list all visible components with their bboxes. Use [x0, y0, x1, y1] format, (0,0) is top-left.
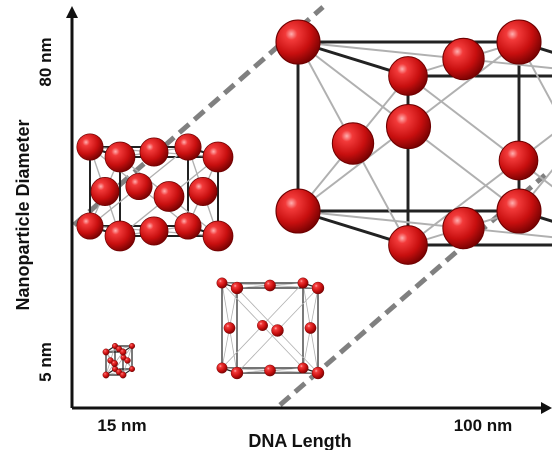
nanoparticle-sphere — [102, 348, 110, 356]
nanoparticle-sphere — [102, 371, 110, 379]
nanoparticle-sphere — [388, 56, 428, 96]
x-axis-label: DNA Length — [248, 431, 351, 450]
nanoparticle-sphere — [104, 220, 136, 252]
nanoparticle-sphere — [90, 177, 120, 206]
lattice-diagonal — [518, 41, 552, 105]
nanoparticle-sphere — [76, 133, 104, 161]
nanoparticle-sphere — [311, 281, 325, 295]
nanoparticle-sphere — [496, 19, 542, 65]
nanoparticle-sphere — [202, 220, 234, 252]
nanoparticle-sphere — [174, 133, 202, 161]
nanoparticle-sphere — [125, 172, 153, 201]
x-tick-15nm: 15 nm — [97, 416, 146, 435]
nanoparticle-sphere — [139, 216, 169, 246]
nanoparticle-sphere — [216, 277, 228, 289]
nanoparticle-sphere — [202, 141, 234, 173]
nanoparticle-sphere — [498, 140, 539, 181]
nanoparticle-sphere — [264, 279, 276, 292]
y-tick-80nm: 80 nm — [36, 37, 55, 86]
nanoparticle-sphere — [297, 362, 309, 374]
nanoparticle-sphere — [442, 37, 485, 81]
nanoparticle-sphere — [297, 277, 309, 289]
nanoparticle-sphere — [311, 366, 325, 380]
nanoparticle-sphere — [104, 141, 136, 173]
crystal-medium — [216, 277, 325, 380]
nanoparticle-sphere — [388, 225, 428, 265]
y-tick-5nm: 5 nm — [36, 342, 55, 382]
nanoparticle-sphere — [76, 212, 104, 240]
nanoparticle-sphere — [153, 181, 185, 212]
nanoparticle-sphere — [385, 103, 432, 150]
crystal-layer — [76, 19, 552, 380]
nanoparticle-sphere — [271, 324, 284, 337]
nanoparticle-sphere — [304, 322, 317, 334]
nanoparticle-sphere — [111, 360, 118, 367]
crystal-small — [76, 133, 234, 252]
nanoparticle-sphere — [264, 364, 276, 377]
nanoparticle-sphere — [119, 348, 127, 356]
nanoparticle-sphere — [275, 188, 321, 234]
nanoparticle-sphere — [257, 320, 268, 331]
nanoparticle-sphere — [496, 188, 542, 234]
nanoparticle-sphere — [139, 137, 169, 167]
crystal-tiny — [102, 342, 136, 379]
nanoparticle-sphere — [442, 206, 485, 250]
axes — [66, 6, 552, 414]
y-axis-label: Nanoparticle Diameter — [13, 119, 33, 310]
nanoparticle-sphere — [128, 342, 136, 350]
nanoparticle-sphere — [128, 365, 136, 373]
upper-dashed-guide — [72, 5, 325, 227]
nanoparticle-sphere — [124, 357, 131, 364]
nanoparticle-sphere — [216, 362, 228, 374]
nanoparticle-sphere — [230, 281, 244, 295]
nanoparticle-sphere — [119, 371, 127, 379]
y-axis-arrow — [66, 6, 78, 18]
x-tick-100nm: 100 nm — [454, 416, 513, 435]
nanoparticle-sphere — [223, 322, 236, 334]
x-axis-arrow — [541, 402, 552, 414]
nanoparticle-sphere — [331, 122, 375, 165]
nanoparticle-sphere — [188, 177, 218, 206]
nanoparticle-sphere — [174, 212, 202, 240]
lattice-diagonal — [518, 168, 552, 212]
crystal-large — [275, 19, 552, 265]
nanoparticle-sphere — [275, 19, 321, 65]
nanoparticle-sphere — [230, 366, 244, 380]
